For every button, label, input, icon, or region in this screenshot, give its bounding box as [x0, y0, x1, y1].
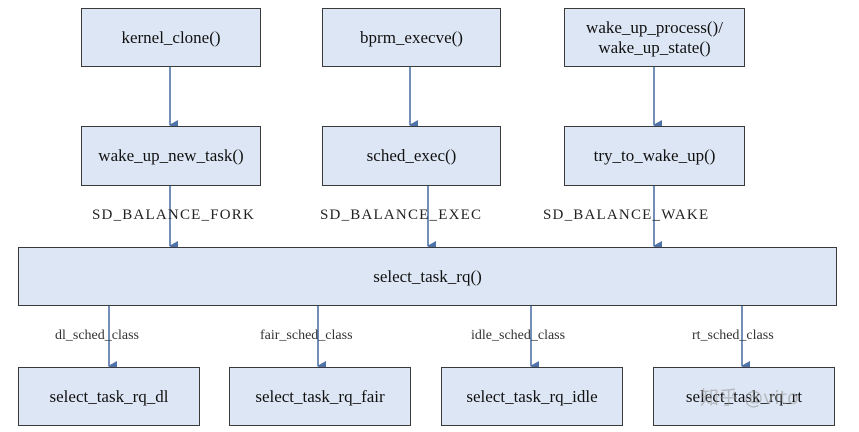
node-bprm-execve: bprm_execve(): [322, 8, 501, 67]
node-wake-up-new-task: wake_up_new_task(): [81, 126, 261, 186]
node-try-to-wake-up: try_to_wake_up(): [564, 126, 745, 186]
node-sched-exec: sched_exec(): [322, 126, 501, 186]
node-select-task-rq-label: select_task_rq(): [373, 266, 482, 286]
node-select-task-rq-fair: select_task_rq_fair: [229, 367, 411, 426]
node-select-task-rq-dl: select_task_rq_dl: [18, 367, 200, 426]
node-select-task-rq-fair-label: select_task_rq_fair: [255, 386, 385, 406]
node-select-task-rq-rt: select_task_rq_rt: [653, 367, 835, 426]
node-sched-exec-label: sched_exec(): [366, 146, 457, 166]
node-select-task-rq-rt-label: select_task_rq_rt: [685, 386, 803, 406]
node-kernel-clone: kernel_clone(): [81, 8, 261, 67]
label-fair-sched-class: fair_sched_class: [260, 328, 353, 343]
label-sd-balance-fork: SD_BALANCE_FORK: [92, 207, 256, 223]
label-idle-sched-class: idle_sched_class: [471, 328, 566, 343]
node-kernel-clone-label: kernel_clone(): [121, 27, 221, 47]
label-dl-sched-class: dl_sched_class: [55, 328, 139, 343]
node-select-task-rq-idle-label: select_task_rq_idle: [466, 386, 598, 406]
node-bprm-execve-label: bprm_execve(): [360, 27, 463, 47]
node-select-task-rq-dl-label: select_task_rq_dl: [49, 386, 169, 406]
node-wake-up-process-label: wake_up_process()/ wake_up_state(): [586, 17, 723, 57]
node-select-task-rq-idle: select_task_rq_idle: [441, 367, 623, 426]
watermark: 知乎 @vito: [700, 387, 799, 409]
label-sd-balance-exec: SD_BALANCE_EXEC: [320, 207, 483, 223]
label-rt-sched-class: rt_sched_class: [692, 328, 774, 343]
node-try-to-wake-up-label: try_to_wake_up(): [593, 146, 716, 166]
label-sd-balance-wake: SD_BALANCE_WAKE: [543, 207, 710, 223]
node-select-task-rq: select_task_rq(): [18, 247, 837, 306]
node-wake-up-new-task-label: wake_up_new_task(): [98, 146, 244, 166]
node-wake-up-process: wake_up_process()/ wake_up_state(): [564, 8, 745, 67]
